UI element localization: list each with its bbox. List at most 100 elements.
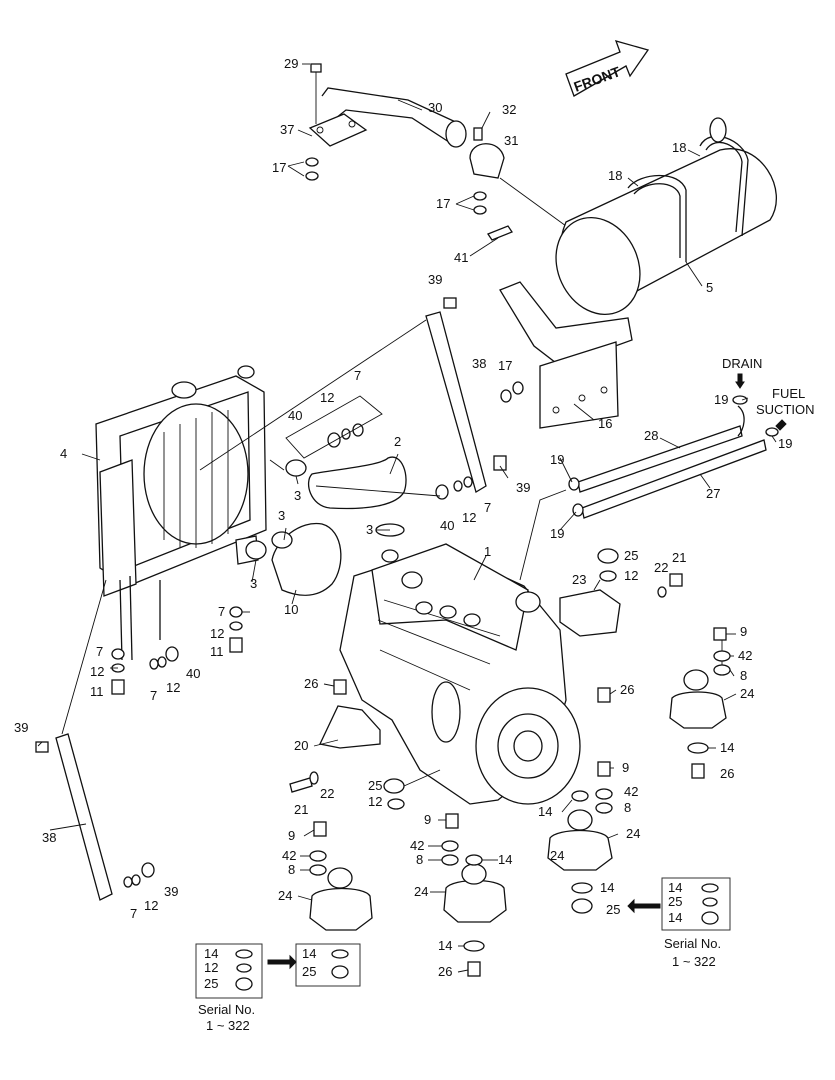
callout-14: 14 [538, 804, 552, 819]
callout-11: 11 [90, 684, 104, 699]
callout-12: 12 [144, 898, 158, 913]
callout-8: 8 [740, 668, 747, 683]
callout-12: 12 [462, 510, 476, 525]
callout-9: 9 [288, 828, 295, 843]
callout-28: 28 [644, 428, 658, 443]
callout-4: 4 [60, 446, 67, 461]
callout-9: 9 [424, 812, 431, 827]
callout-19: 19 [550, 452, 564, 467]
callout-16: 16 [598, 416, 612, 431]
callout-41: 41 [454, 250, 468, 265]
callout-18: 18 [672, 140, 686, 155]
callout-12: 12 [624, 568, 638, 583]
callout-3: 3 [278, 508, 285, 523]
serial-note-right-line2: 1 ~ 322 [672, 954, 716, 969]
callout-3: 3 [294, 488, 301, 503]
callout-24: 24 [414, 884, 428, 899]
callout-29: 29 [284, 56, 298, 71]
callout-19: 19 [778, 436, 792, 451]
serial-note-left-line1: Serial No. [198, 1002, 255, 1017]
callout-12: 12 [166, 680, 180, 695]
callout-26: 26 [304, 676, 318, 691]
callout-24: 24 [550, 848, 564, 863]
radiator-stay-lower [35, 579, 155, 901]
engine-mount-left-rear [441, 813, 507, 977]
callout-12: 12 [368, 794, 382, 809]
callout-12: 12 [210, 626, 224, 641]
callout-40: 40 [186, 666, 200, 681]
callout-32: 32 [502, 102, 516, 117]
callout-1: 1 [484, 544, 491, 559]
callout-31: 31 [504, 133, 518, 148]
callout-14: 14 [600, 880, 614, 895]
callout-11: 11 [210, 644, 224, 659]
callout-25: 14 [668, 910, 682, 925]
callout-38: 38 [42, 830, 56, 845]
callout-7: 7 [484, 500, 491, 515]
callout-18: 18 [608, 168, 622, 183]
flow-labels: DRAIN FUEL SUCTION [722, 356, 815, 417]
callout-26: 26 [438, 964, 452, 979]
callout-39: 39 [14, 720, 28, 735]
callout-3: 3 [250, 576, 257, 591]
serial-note-right-line1: Serial No. [664, 936, 721, 951]
upper-hose [307, 456, 407, 510]
serial-box-left-new [267, 943, 361, 987]
callout-8: 8 [416, 852, 423, 867]
callout-12: 12 [204, 960, 218, 975]
callout-8: 8 [624, 800, 631, 815]
callout-22: 22 [320, 786, 334, 801]
callout-20: 20 [294, 738, 308, 753]
callout-7: 7 [150, 688, 157, 703]
serial-note-right: Serial No. 1 ~ 322 [664, 936, 721, 969]
callout-24: 24 [626, 826, 640, 841]
callout-25: 25 [624, 548, 638, 563]
fuel-label: FUEL [772, 386, 805, 401]
callout-9: 9 [740, 624, 747, 639]
callout-26: 26 [720, 766, 734, 781]
muffler [499, 117, 777, 429]
serial-box-right-old [627, 877, 731, 931]
callout-22: 22 [654, 560, 668, 575]
callout-23: 23 [572, 572, 586, 587]
callout-21: 21 [294, 802, 308, 817]
callout-39: 39 [428, 272, 442, 287]
callout-42: 42 [738, 648, 752, 663]
callout-2: 2 [394, 434, 401, 449]
exhaust-pipe [305, 63, 467, 181]
callout-40: 40 [440, 518, 454, 533]
callout-25: 25 [204, 976, 218, 991]
front-arrow: FRONT [565, 40, 650, 97]
callout-27: 27 [706, 486, 720, 501]
radiator [95, 365, 267, 661]
callout-40: 40 [288, 408, 302, 423]
callout-14: 14 [204, 946, 218, 961]
stay-fasteners-upper [285, 395, 383, 459]
callout-3: 3 [366, 522, 373, 537]
drain-label: DRAIN [722, 356, 762, 371]
callout-17: 17 [436, 196, 450, 211]
callout-7: 7 [354, 368, 361, 383]
callout-42: 42 [624, 784, 638, 799]
callout-25: 25 [606, 902, 620, 917]
callout-26: 26 [620, 682, 634, 697]
leader-lines [37, 63, 777, 973]
serial-note-left-line2: 1 ~ 322 [206, 1018, 250, 1033]
callout-17: 17 [498, 358, 512, 373]
callout-19: 19 [714, 392, 728, 407]
callout-14: 14 [498, 852, 512, 867]
callout-7: 7 [218, 604, 225, 619]
engine-mount-right-rear [547, 761, 613, 914]
callout-25: 25 [302, 964, 316, 979]
serial-box-left-old [195, 943, 263, 999]
callout-12: 25 [668, 894, 682, 909]
callout-24: 24 [740, 686, 754, 701]
callout-30: 30 [428, 100, 442, 115]
fuel-hoses [519, 373, 787, 581]
callout-5: 5 [706, 280, 713, 295]
callout-42: 42 [282, 848, 296, 863]
callout-38: 38 [472, 356, 486, 371]
callout-19: 19 [550, 526, 564, 541]
callout-12: 12 [90, 664, 104, 679]
